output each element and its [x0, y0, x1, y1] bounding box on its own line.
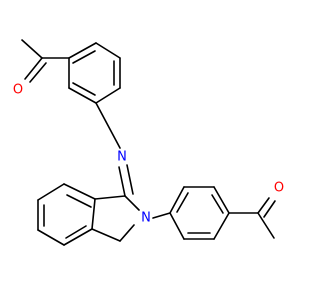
ring-nitrogen-label: N	[141, 211, 151, 226]
benzene-ring-bottom	[169, 186, 230, 240]
molecule-structure: O N N O	[13, 39, 284, 246]
acetyl-methyl-bond-top	[21, 39, 43, 59]
isoindoline-benzene-ring	[37, 183, 96, 246]
imine-double-bond	[118, 164, 134, 197]
oxygen-label-bottom: O	[274, 181, 284, 196]
oxygen-label-top: O	[13, 83, 23, 98]
nitrogen-to-ring-bond	[152, 212, 171, 219]
carbonyl-bond-bottom	[257, 197, 276, 218]
benzene-ring-top	[68, 42, 121, 104]
imine-nitrogen-label: N	[117, 150, 127, 165]
ring-to-imine-nitrogen-bond	[95, 102, 121, 149]
isoindoline-five-ring	[91, 195, 140, 242]
acetyl-methyl-bond-bottom	[257, 212, 275, 239]
carbonyl-bond-top	[24, 57, 47, 83]
